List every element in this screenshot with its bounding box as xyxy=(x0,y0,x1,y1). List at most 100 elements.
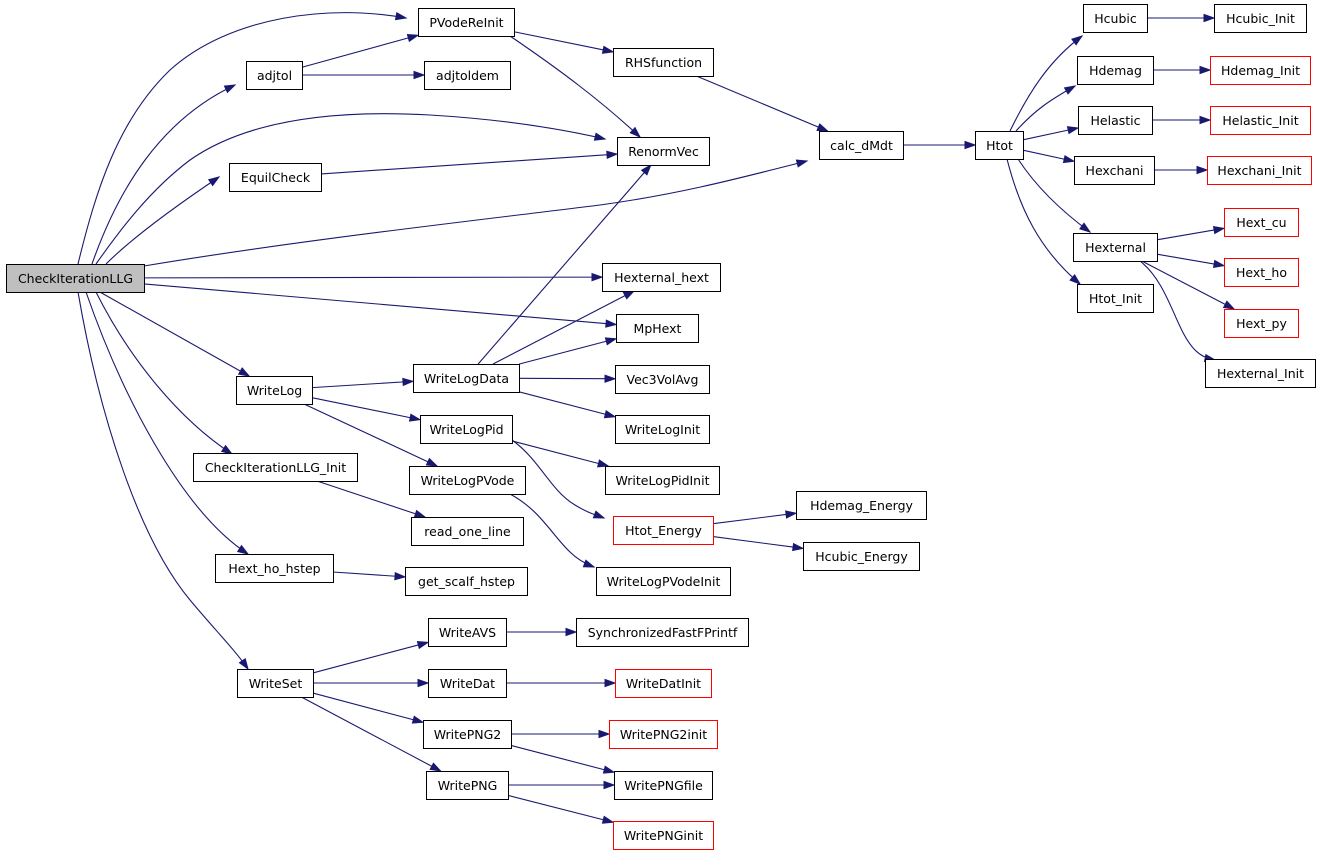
edge-hexchani-to-hexchani-init-arrowhead xyxy=(1196,165,1209,175)
node-htot-energy[interactable]: Htot_Energy xyxy=(613,516,714,545)
node-label-vec3volavg: Vec3VolAvg xyxy=(627,372,699,387)
node-label-synchronizedfastfprintf: SynchronizedFastFPrintf xyxy=(588,625,738,640)
node-htot[interactable]: Htot xyxy=(975,131,1024,160)
node-hexternal-init[interactable]: Hexternal_Init xyxy=(1205,359,1316,388)
edge-writelogpid-to-htot-energy-arrowhead xyxy=(592,510,606,519)
edge-checkiterationllg-to-adjtol xyxy=(91,84,236,265)
node-label-hdemag-energy: Hdemag_Energy xyxy=(810,498,913,513)
edge-writelogdata-to-renormvec-arrowhead xyxy=(640,163,652,176)
node-hext-py[interactable]: Hext_py xyxy=(1224,309,1299,338)
node-writepnginit[interactable]: WritePNGinit xyxy=(613,821,714,850)
edge-checkiterationllg-to-calc-dmdt xyxy=(143,160,808,267)
node-hext-cu[interactable]: Hext_cu xyxy=(1224,208,1299,237)
node-writelogpidinit[interactable]: WriteLogPidInit xyxy=(605,466,720,495)
node-writepng2[interactable]: WritePNG2 xyxy=(423,720,512,749)
node-label-renormvec: RenormVec xyxy=(628,144,699,159)
node-box-checkiterationllg-init xyxy=(193,453,358,482)
edge-htot-to-hexchani-arrowhead xyxy=(1062,154,1076,164)
node-get-scalf-hstep[interactable]: get_scalf_hstep xyxy=(405,567,528,596)
node-box-writepngfile xyxy=(614,771,713,800)
node-hcubic-energy[interactable]: Hcubic_Energy xyxy=(803,542,920,571)
node-writelogpvodeinit[interactable]: WriteLogPVodeInit xyxy=(596,567,731,596)
node-label-hexternal: Hexternal xyxy=(1085,240,1146,255)
edge-writelogdata-to-renormvec xyxy=(477,171,646,365)
node-writepng2init[interactable]: WritePNG2init xyxy=(609,720,718,749)
node-writelogdata[interactable]: WriteLogData xyxy=(413,364,520,393)
node-writelogpvode[interactable]: WriteLogPVode xyxy=(409,466,526,495)
node-writeloginit[interactable]: WriteLogInit xyxy=(615,415,710,444)
node-writepng[interactable]: WritePNG xyxy=(426,771,509,800)
node-label-hext-py: Hext_py xyxy=(1236,316,1287,331)
edge-htot-to-hcubic xyxy=(1009,35,1083,132)
node-adjtol[interactable]: adjtol xyxy=(246,61,303,90)
node-renormvec[interactable]: RenormVec xyxy=(617,137,710,166)
node-label-writeavs: WriteAVS xyxy=(439,625,496,640)
node-box-mphext xyxy=(616,314,699,343)
edge-hdemag-to-hdemag-init-arrowhead xyxy=(1199,65,1212,75)
node-box-hcubic xyxy=(1083,4,1148,33)
node-rhsfunction[interactable]: RHSfunction xyxy=(613,48,714,77)
edge-equilcheck-to-renormvec-arrowhead xyxy=(606,150,619,159)
node-box-pvodereinit xyxy=(418,8,515,37)
node-vec3volavg[interactable]: Vec3VolAvg xyxy=(615,365,710,394)
edge-writepng-to-writepnginit-arrowhead xyxy=(601,815,615,824)
node-hexchani[interactable]: Hexchani xyxy=(1074,156,1155,185)
node-label-checkiterationllg-init: CheckIterationLLG_Init xyxy=(205,460,346,475)
edge-checkiterationllg-init-to-read-one-line xyxy=(316,480,417,515)
node-hext-ho[interactable]: Hext_ho xyxy=(1224,258,1299,287)
node-label-hexternal-init: Hexternal_Init xyxy=(1217,366,1304,381)
edge-checkiterationllg-to-writeset xyxy=(77,291,249,670)
edge-checkiterationllg-init-to-read-one-line-arrowhead xyxy=(413,509,427,518)
node-writedat[interactable]: WriteDat xyxy=(428,669,507,698)
node-label-helastic-init: Helastic_Init xyxy=(1222,113,1298,128)
node-writeavs[interactable]: WriteAVS xyxy=(428,618,507,647)
node-box-hext-ho xyxy=(1224,258,1299,287)
node-pvodereinit[interactable]: PVodeReInit xyxy=(418,8,515,37)
node-box-get-scalf-hstep xyxy=(405,567,528,596)
edge-hcubic-to-hcubic-init-arrowhead xyxy=(1203,13,1216,23)
edge-checkiterationllg-to-equilcheck-arrowhead xyxy=(207,176,221,187)
node-helastic-init[interactable]: Helastic_Init xyxy=(1210,106,1311,135)
node-hcubic-init[interactable]: Hcubic_Init xyxy=(1214,4,1307,33)
edge-htot-to-helastic-arrowhead xyxy=(1066,126,1080,135)
node-hdemag[interactable]: Hdemag xyxy=(1077,56,1154,85)
node-box-calc-dmdt xyxy=(819,131,904,160)
node-hexternal-hext[interactable]: Hexternal_hext xyxy=(602,263,721,292)
node-equilcheck[interactable]: EquilCheck xyxy=(229,163,322,192)
node-label-hexchani: Hexchani xyxy=(1086,163,1144,178)
node-htot-init[interactable]: Htot_Init xyxy=(1077,284,1154,313)
edge-htot-to-hdemag-arrowhead xyxy=(1063,85,1077,95)
node-hdemag-init[interactable]: Hdemag_Init xyxy=(1210,56,1311,85)
node-box-helastic xyxy=(1078,106,1153,135)
node-box-checkiterationllg xyxy=(6,264,145,293)
node-helastic[interactable]: Helastic xyxy=(1078,106,1153,135)
node-label-writedat: WriteDat xyxy=(440,676,495,691)
node-writeset[interactable]: WriteSet xyxy=(237,669,314,698)
node-synchronizedfastfprintf[interactable]: SynchronizedFastFPrintf xyxy=(576,618,749,647)
node-hcubic[interactable]: Hcubic xyxy=(1083,4,1148,33)
node-writelogpid[interactable]: WriteLogPid xyxy=(420,415,513,444)
node-checkiterationllg-init[interactable]: CheckIterationLLG_Init xyxy=(193,453,358,482)
node-box-writepng2 xyxy=(423,720,512,749)
node-checkiterationllg[interactable]: CheckIterationLLG xyxy=(6,264,145,293)
edge-checkiterationllg-to-mphext xyxy=(143,283,608,325)
node-label-writelogdata: WriteLogData xyxy=(424,371,509,386)
edge-checkiterationllg-to-hext-ho-hstep-arrowhead xyxy=(236,544,250,555)
node-hexchani-init[interactable]: Hexchani_Init xyxy=(1207,156,1312,185)
node-writedatinit[interactable]: WriteDatInit xyxy=(615,669,712,698)
edge-calc-dmdt-to-htot-arrowhead xyxy=(964,140,977,150)
node-writelog[interactable]: WriteLog xyxy=(236,376,313,405)
node-hexternal[interactable]: Hexternal xyxy=(1073,233,1158,262)
node-writepngfile[interactable]: WritePNGfile xyxy=(614,771,713,800)
node-hext-ho-hstep[interactable]: Hext_ho_hstep xyxy=(215,554,334,583)
node-box-writelog xyxy=(236,376,313,405)
edge-pvodereinit-to-rhsfunction xyxy=(513,31,605,51)
node-label-adjtoldem: adjtoldem xyxy=(436,68,499,83)
edge-writelog-to-writelogpvode xyxy=(303,403,430,463)
node-hdemag-energy[interactable]: Hdemag_Energy xyxy=(796,491,927,520)
node-adjtoldem[interactable]: adjtoldem xyxy=(424,61,511,90)
edge-htot-to-hexternal-arrowhead xyxy=(1079,222,1092,233)
node-calc-dmdt[interactable]: calc_dMdt xyxy=(819,131,904,160)
node-read-one-line[interactable]: read_one_line xyxy=(411,517,524,546)
node-mphext[interactable]: MpHext xyxy=(616,314,699,343)
